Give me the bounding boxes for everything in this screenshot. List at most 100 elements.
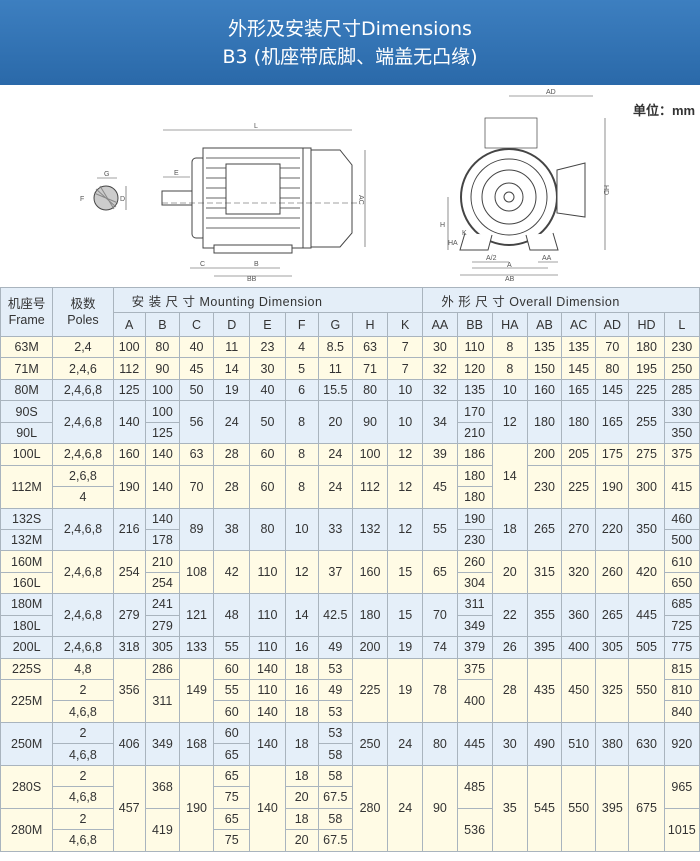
table-cell: 53 <box>317 721 353 745</box>
table-cell: 311 <box>144 679 180 723</box>
table-cell: 630 <box>628 721 665 766</box>
title-banner: 外形及安装尺寸Dimensions B3 (机座带底脚、端盖无凸缘) <box>0 0 700 85</box>
table-cell: 80 <box>249 507 286 552</box>
table-cell: 48 <box>213 593 251 638</box>
table-cell: 135 <box>561 335 597 359</box>
table-cell: 24 <box>387 764 424 852</box>
column-header-k: K <box>387 312 424 337</box>
label-L: L <box>254 123 258 130</box>
table-cell: 2 <box>52 678 114 702</box>
table-cell: 2,4,6,8 <box>52 400 114 445</box>
table-cell: 200 <box>351 636 389 659</box>
table-cell: 26 <box>491 636 528 659</box>
table-cell: 135 <box>526 335 563 359</box>
table-cell: 8 <box>491 357 528 380</box>
table-cell: 2,4,6 <box>52 357 114 380</box>
table-cell: 38 <box>213 507 251 552</box>
table-cell: 300 <box>628 464 665 509</box>
table-cell: 65 <box>213 764 251 788</box>
table-cell: 100L <box>0 443 54 466</box>
table-cell: 53 <box>317 700 353 723</box>
table-cell: 125 <box>112 378 146 402</box>
table-cell: 210 <box>456 421 493 445</box>
table-cell: 33 <box>317 507 353 552</box>
table-cell: 100 <box>144 378 180 402</box>
table-cell: 379 <box>456 636 493 659</box>
table-cell: 1015 <box>663 807 700 852</box>
table-cell: 311 <box>456 593 493 616</box>
table-cell: 500 <box>663 528 700 552</box>
table-cell: 132M <box>0 528 54 552</box>
table-cell: 180 <box>456 464 493 488</box>
table-cell: 34 <box>422 400 458 445</box>
front-view-drawing: AD HD H HA K A/2 AA A AB <box>440 89 609 283</box>
table-cell: 149 <box>178 657 215 723</box>
table-cell: 15.5 <box>317 378 353 402</box>
table-cell: 37 <box>317 550 353 595</box>
table-cell: 121 <box>178 593 215 638</box>
motor-side: L E AC C B BB <box>161 123 366 283</box>
table-cell: 19 <box>387 657 424 723</box>
table-cell: 90L <box>0 421 54 445</box>
table-cell: 58 <box>317 743 353 766</box>
table-cell: 349 <box>144 721 180 766</box>
table-cell: 74 <box>422 636 458 659</box>
table-cell: 18 <box>284 700 319 723</box>
table-cell: 241 <box>144 593 180 616</box>
page-title: 外形及安装尺寸Dimensions <box>228 18 472 40</box>
table-cell: 920 <box>663 721 700 766</box>
table-cell: 305 <box>595 636 630 659</box>
table-cell: 112M <box>0 464 54 509</box>
table-cell: 56 <box>178 400 215 445</box>
table-cell: 254 <box>112 550 146 595</box>
table-cell: 510 <box>561 721 597 766</box>
table-cell: 28 <box>213 443 251 466</box>
table-cell: 186 <box>456 443 493 466</box>
table-cell: 50 <box>178 378 215 402</box>
table-cell: 286 <box>144 657 180 681</box>
unit-label: 单位：mm <box>633 103 696 118</box>
table-cell: 250 <box>351 721 389 766</box>
table-cell: 225 <box>561 464 597 509</box>
table-cell: 330 <box>663 400 700 423</box>
table-cell: 140 <box>249 657 286 681</box>
table-cell: 140 <box>144 464 180 509</box>
label-B: B <box>254 261 259 268</box>
table-cell: 315 <box>526 550 563 595</box>
shaft-section: G D F <box>80 171 127 211</box>
table-cell: 225S <box>0 657 54 681</box>
column-header-ad: AD <box>595 312 630 337</box>
table-cell: 10 <box>387 400 424 445</box>
table-cell: 140 <box>249 764 286 852</box>
table-cell: 42 <box>213 550 251 595</box>
side-view-drawing: G D F L E AC C B BB <box>80 123 366 283</box>
table-cell: 265 <box>526 507 563 552</box>
table-cell: 14 <box>284 593 319 638</box>
label-E: E <box>174 170 179 177</box>
table-cell: 415 <box>663 464 700 509</box>
table-cell: 12 <box>387 464 424 509</box>
header-overall-dimension: 外 形 尺 寸 Overall Dimension <box>422 287 700 313</box>
table-cell: 18 <box>284 764 319 788</box>
table-cell: 280 <box>351 764 389 852</box>
table-cell: 7 <box>387 335 424 359</box>
table-cell: 32 <box>422 378 458 402</box>
table-cell: 380 <box>595 721 630 766</box>
table-cell: 23 <box>249 335 286 359</box>
label-G: G <box>104 171 109 178</box>
table-cell: 67.5 <box>317 786 353 809</box>
column-header-l: L <box>663 312 700 337</box>
table-cell: 110 <box>249 636 286 659</box>
column-header-ha: HA <box>491 312 528 337</box>
label-BB: BB <box>247 276 257 283</box>
table-cell: 55 <box>422 507 458 552</box>
table-cell: 279 <box>112 593 146 638</box>
table-cell: 775 <box>663 636 700 659</box>
table-cell: 132S <box>0 507 54 530</box>
